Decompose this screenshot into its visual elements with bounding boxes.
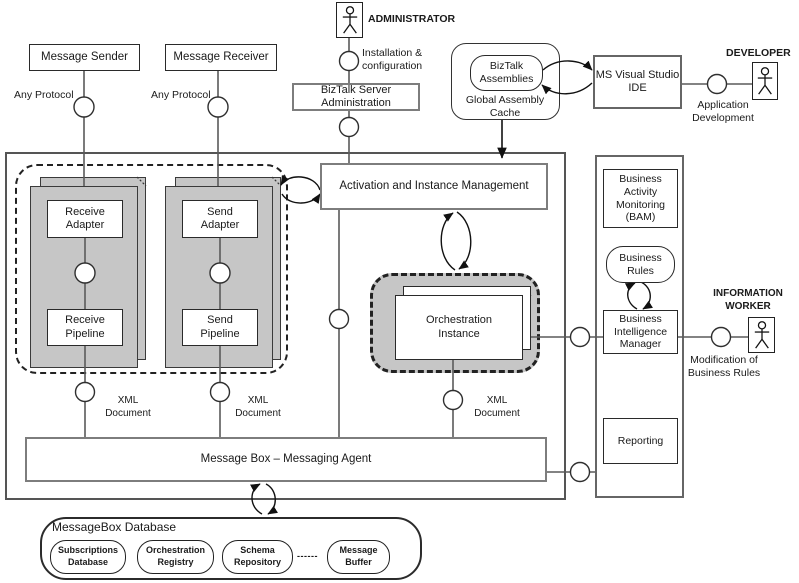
xml-document-label-receive: XML Document: [105, 395, 151, 419]
activation-instance-management-label: Activation and Instance Management: [339, 179, 529, 192]
biztalk-server-administration-label: BizTalk Server Administration: [320, 83, 392, 109]
receive-adapter-box: Receive Adapter: [47, 200, 123, 238]
reporting-box: Reporting: [603, 418, 678, 464]
xml-document-label-orchestration: XML Document: [474, 395, 520, 419]
orchestration-registry-pill: Orchestration Registry: [137, 540, 214, 574]
information-worker-actor: [748, 317, 775, 353]
subscriptions-database-label: Subscriptions Database: [57, 545, 118, 567]
receive-pipeline-box: Receive Pipeline: [47, 309, 123, 346]
message-box-agent-label: Message Box – Messaging Agent: [200, 452, 372, 465]
business-intelligence-manager-label: Business Intelligence Manager: [613, 313, 668, 351]
any-protocol-label-sender: Any Protocol: [14, 89, 74, 101]
adapters-dashed-container: [15, 164, 288, 374]
send-adapter-label: Send Adapter: [200, 205, 240, 231]
information-worker-actor-icon: [754, 321, 769, 349]
global-assembly-cache-container: [451, 43, 560, 120]
installation-configuration-label: Installation & configuration: [362, 47, 423, 73]
biztalk-assemblies-label: BizTalk Assemblies: [479, 60, 534, 85]
activation-instance-management-box: Activation and Instance Management: [320, 163, 548, 210]
developer-actor: [752, 62, 778, 100]
ellipsis-separator: ------: [297, 551, 318, 561]
messagebox-database-container: [40, 517, 422, 580]
ms-visual-studio-ide-label: MS Visual Studio IDE: [595, 68, 680, 94]
schema-repository-pill: Schema Repository: [222, 540, 293, 574]
developer-label: DEVELOPER: [726, 47, 791, 59]
orchestration-instance-label: Orchestration Instance: [425, 314, 493, 340]
send-adapter-box: Send Adapter: [182, 200, 258, 238]
message-buffer-pill: Message Buffer: [327, 540, 390, 574]
information-worker-label: INFORMATION WORKER: [713, 288, 783, 312]
send-pipeline-box: Send Pipeline: [182, 309, 258, 346]
send-pipeline-label: Send Pipeline: [200, 314, 240, 340]
business-intelligence-manager-box: Business Intelligence Manager: [603, 310, 678, 354]
reporting-label: Reporting: [617, 434, 664, 447]
xml-document-label-send: XML Document: [235, 395, 281, 419]
receive-adapter-label: Receive Adapter: [65, 205, 105, 231]
any-protocol-label-receiver: Any Protocol: [151, 89, 211, 101]
main-server-box: [5, 152, 566, 500]
developer-actor-icon: [757, 67, 773, 95]
orchestration-instance-box: Orchestration Instance: [395, 295, 523, 360]
business-rules-label: Business Rules: [619, 251, 662, 277]
biztalk-server-administration-box: BizTalk Server Administration: [292, 83, 420, 111]
biztalk-assemblies-box: BizTalk Assemblies: [470, 55, 543, 91]
message-box-agent-box: Message Box – Messaging Agent: [25, 437, 547, 482]
receive-pipeline-label: Receive Pipeline: [65, 314, 105, 340]
message-receiver-box: Message Receiver: [165, 44, 277, 71]
modification-business-rules-label: Modification of Business Rules: [687, 354, 761, 380]
message-receiver-label: Message Receiver: [173, 50, 269, 63]
business-rules-box: Business Rules: [606, 246, 675, 283]
ms-visual-studio-ide-box: MS Visual Studio IDE: [593, 55, 682, 109]
schema-repository-label: Schema Repository: [233, 545, 281, 567]
application-development-label: Application Development: [692, 99, 754, 125]
administrator-label: ADMINISTRATOR: [368, 13, 456, 25]
message-sender-box: Message Sender: [29, 44, 140, 71]
orchestration-registry-label: Orchestration Registry: [145, 545, 205, 567]
administrator-actor-icon: [342, 6, 357, 34]
right-services-panel: [595, 155, 684, 498]
message-sender-label: Message Sender: [41, 50, 128, 63]
bam-box: Business Activity Monitoring (BAM): [603, 169, 678, 228]
messagebox-database-title: MessageBox Database: [52, 520, 177, 534]
subscriptions-database-pill: Subscriptions Database: [50, 540, 126, 574]
global-assembly-cache-label: Global Assembly Cache: [465, 94, 545, 120]
administrator-actor: [336, 2, 363, 38]
bam-label: Business Activity Monitoring (BAM): [615, 173, 666, 224]
message-buffer-label: Message Buffer: [339, 545, 378, 567]
